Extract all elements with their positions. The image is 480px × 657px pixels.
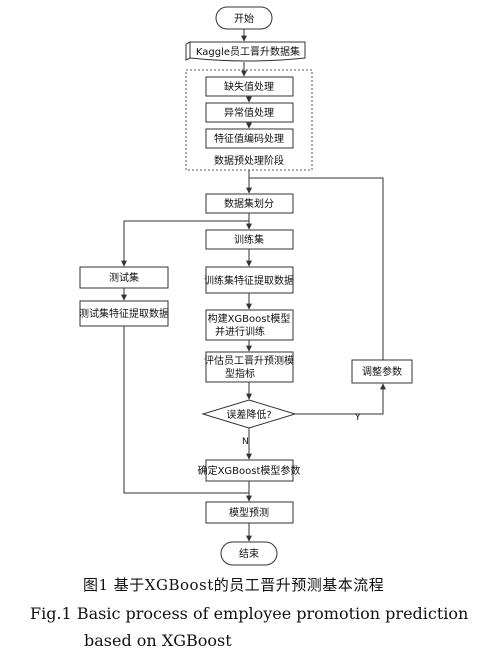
predict-label: 模型预测 [229,506,269,519]
evaluate-label-2: 型指标 [225,367,255,380]
outlier-label: 异常值处理 [224,106,274,119]
figure-caption-zh: 图1 基于XGBoost的员工晋升预测基本流程 [83,576,385,594]
test-set-label: 测试集 [109,271,139,284]
dataset-node-side [185,41,191,61]
build-model-label-2: 并进行训练 [215,325,265,338]
test-feature-node [79,300,169,327]
edge-adjust-loop-back [249,177,384,360]
decision-no-label: N [242,437,249,447]
dataset-label: Kaggle员工晋升数据集 [196,45,300,58]
preprocess-stage-label: 数据预处理阶段 [214,154,284,167]
flowchart: 开始 Kaggle员工晋升数据集 缺失值处理 异常值处理 特征值编码处理 数据预… [79,6,413,566]
start-label: 开始 [234,12,254,25]
train-feature-node [205,266,294,294]
test-feature-label: 测试集特征提取数据 [79,307,169,320]
decision-label: 误差降低? [226,408,271,421]
end-node [220,541,278,566]
train-feature-label: 训练集特征提取数据 [204,274,294,287]
encoding-label: 特征值编码处理 [214,132,284,145]
figure-caption-en-line1: Fig.1 Basic process of employee promotio… [30,604,469,623]
edge-test-feature-predict [123,326,249,494]
missing-label: 缺失值处理 [224,80,274,93]
decision-yes-label: Y [354,413,361,423]
train-set-label: 训练集 [234,233,264,246]
evaluate-node [205,351,294,383]
evaluate-label-1: 评估员工晋升预测模 [204,354,294,367]
dataset-node [189,41,306,62]
edge-decision-yes [295,383,386,415]
adjust-label: 调整参数 [362,365,402,378]
end-label: 结束 [239,547,259,560]
confirm-label: 确定XGBoost模型参数 [198,464,301,477]
build-model-label-1: 构建XGBoost模型 [208,312,291,325]
encoding-node [205,128,294,149]
edge-split-test [121,220,249,267]
adjust-node [351,359,413,384]
figure-caption-en-line2: based on XGBoost [84,631,232,650]
build-model-node [205,309,294,341]
split-label: 数据集划分 [224,197,274,210]
